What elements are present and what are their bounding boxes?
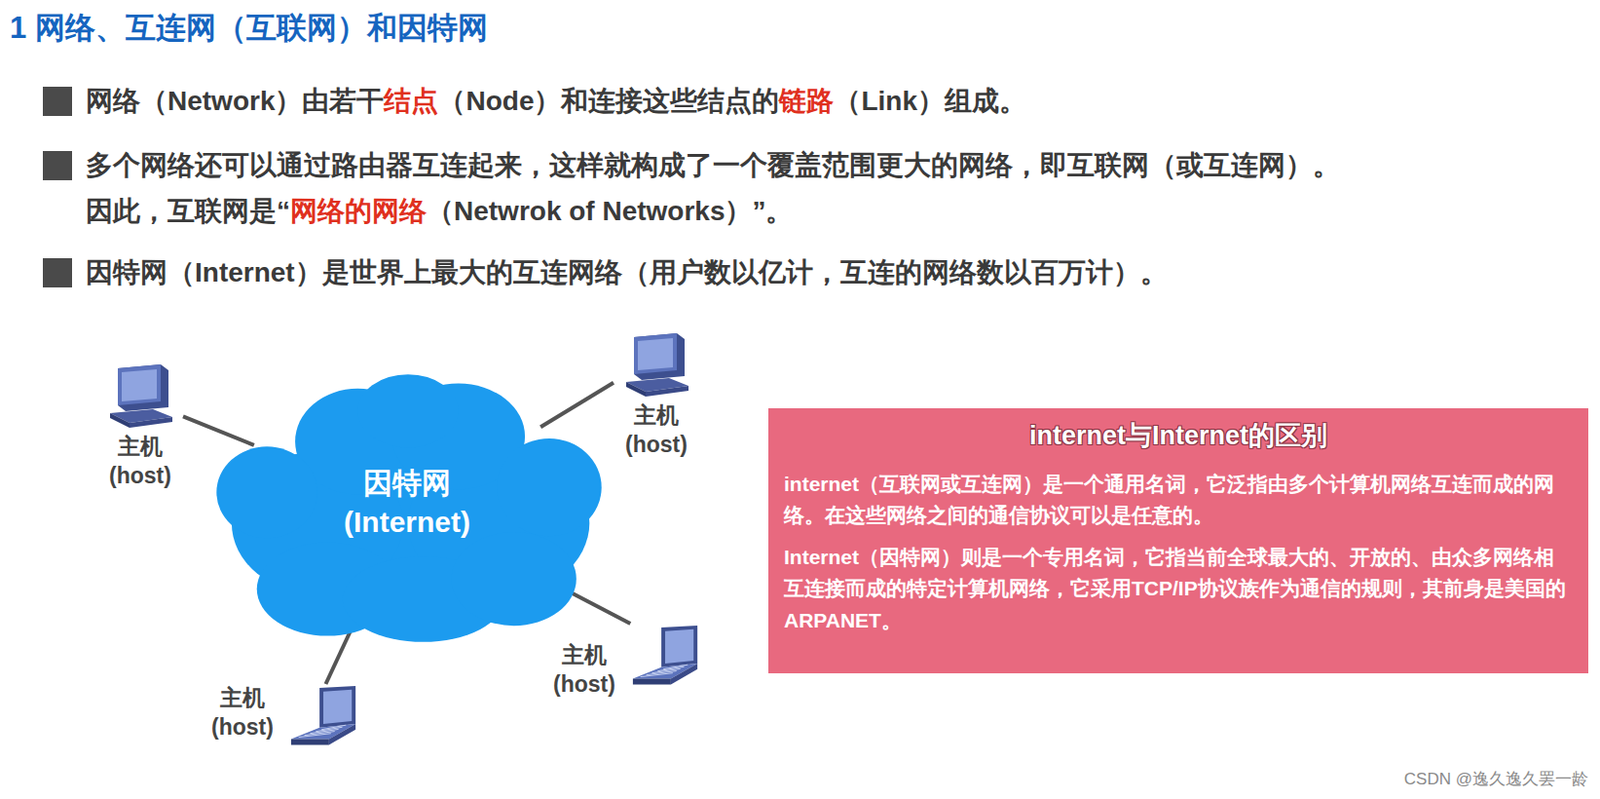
watermark: CSDN @逸久逸久罢一龄 bbox=[1404, 767, 1589, 790]
bullet-line: 网络（Network）由若干结点（Node）和连接这些结点的链路（Link）组成… bbox=[85, 82, 1027, 120]
link-line bbox=[183, 415, 255, 446]
bullet-text: 因特网（Internet）是世界上最大的互连网络（用户数以亿计，互连的网络数以百… bbox=[85, 257, 1168, 288]
link-line bbox=[540, 382, 614, 428]
host-label: 主机 (host) bbox=[97, 432, 184, 491]
bullet-text: 因此，互联网是“ bbox=[85, 195, 291, 226]
bullet-line: 因特网（Internet）是世界上最大的互连网络（用户数以亿计，互连的网络数以百… bbox=[85, 254, 1168, 292]
network-cloud: 因特网 (Internet) bbox=[206, 370, 610, 645]
highlight-term: 网络的网络 bbox=[290, 195, 427, 226]
panel-paragraph: Internet（因特网）则是一个专用名词，它指当前全球最大的、开放的、由众多网… bbox=[783, 541, 1573, 637]
panel-paragraph: internet（互联网或互连网）是一个通用名词，它泛指由多个计算机网络互连而成… bbox=[783, 468, 1573, 532]
laptop-icon bbox=[629, 623, 704, 700]
bullet-text: （Node）和连接这些结点的 bbox=[438, 85, 780, 116]
host-label: 主机 (host) bbox=[199, 683, 286, 743]
host-node: 主机 (host) bbox=[613, 331, 700, 460]
note-panel: internet与Internet的区别 internet（互联网或互连网）是一个… bbox=[768, 408, 1589, 673]
bullet-text: （Netwrok of Networks）”。 bbox=[426, 195, 794, 226]
host-node: 主机 (host) bbox=[541, 623, 704, 700]
bullet-marker bbox=[42, 150, 73, 181]
desktop-icon bbox=[620, 331, 693, 400]
host-node: 主机 (host) bbox=[97, 362, 184, 491]
host-label: 主机 (host) bbox=[541, 640, 628, 700]
cloud-label: 因特网 (Internet) bbox=[324, 463, 490, 543]
bullet-text: （Link）组成。 bbox=[833, 85, 1027, 116]
laptop-icon bbox=[287, 683, 362, 760]
bullet-marker bbox=[42, 86, 73, 116]
highlight-term: 链路 bbox=[779, 85, 834, 116]
host-label: 主机 (host) bbox=[613, 401, 700, 460]
panel-heading: internet与Internet的区别 bbox=[783, 417, 1573, 455]
highlight-term: 结点 bbox=[383, 85, 439, 116]
host-node: 主机 (host) bbox=[199, 683, 362, 760]
bullet-line: 多个网络还可以通过路由器互连起来，这样就构成了一个覆盖范围更大的网络，即互联网（… bbox=[85, 147, 1340, 185]
bullet-text: 多个网络还可以通过路由器互连起来，这样就构成了一个覆盖范围更大的网络，即互联网（… bbox=[85, 149, 1340, 181]
desktop-icon bbox=[104, 362, 177, 431]
bullet-marker bbox=[42, 258, 73, 288]
slide-title: 1 网络、互连网（互联网）和因特网 bbox=[9, 7, 488, 49]
bullet-text: 网络（Network）由若干 bbox=[85, 85, 384, 116]
bullet-line: 因此，互联网是“网络的网络（Netwrok of Networks）”。 bbox=[85, 192, 794, 230]
